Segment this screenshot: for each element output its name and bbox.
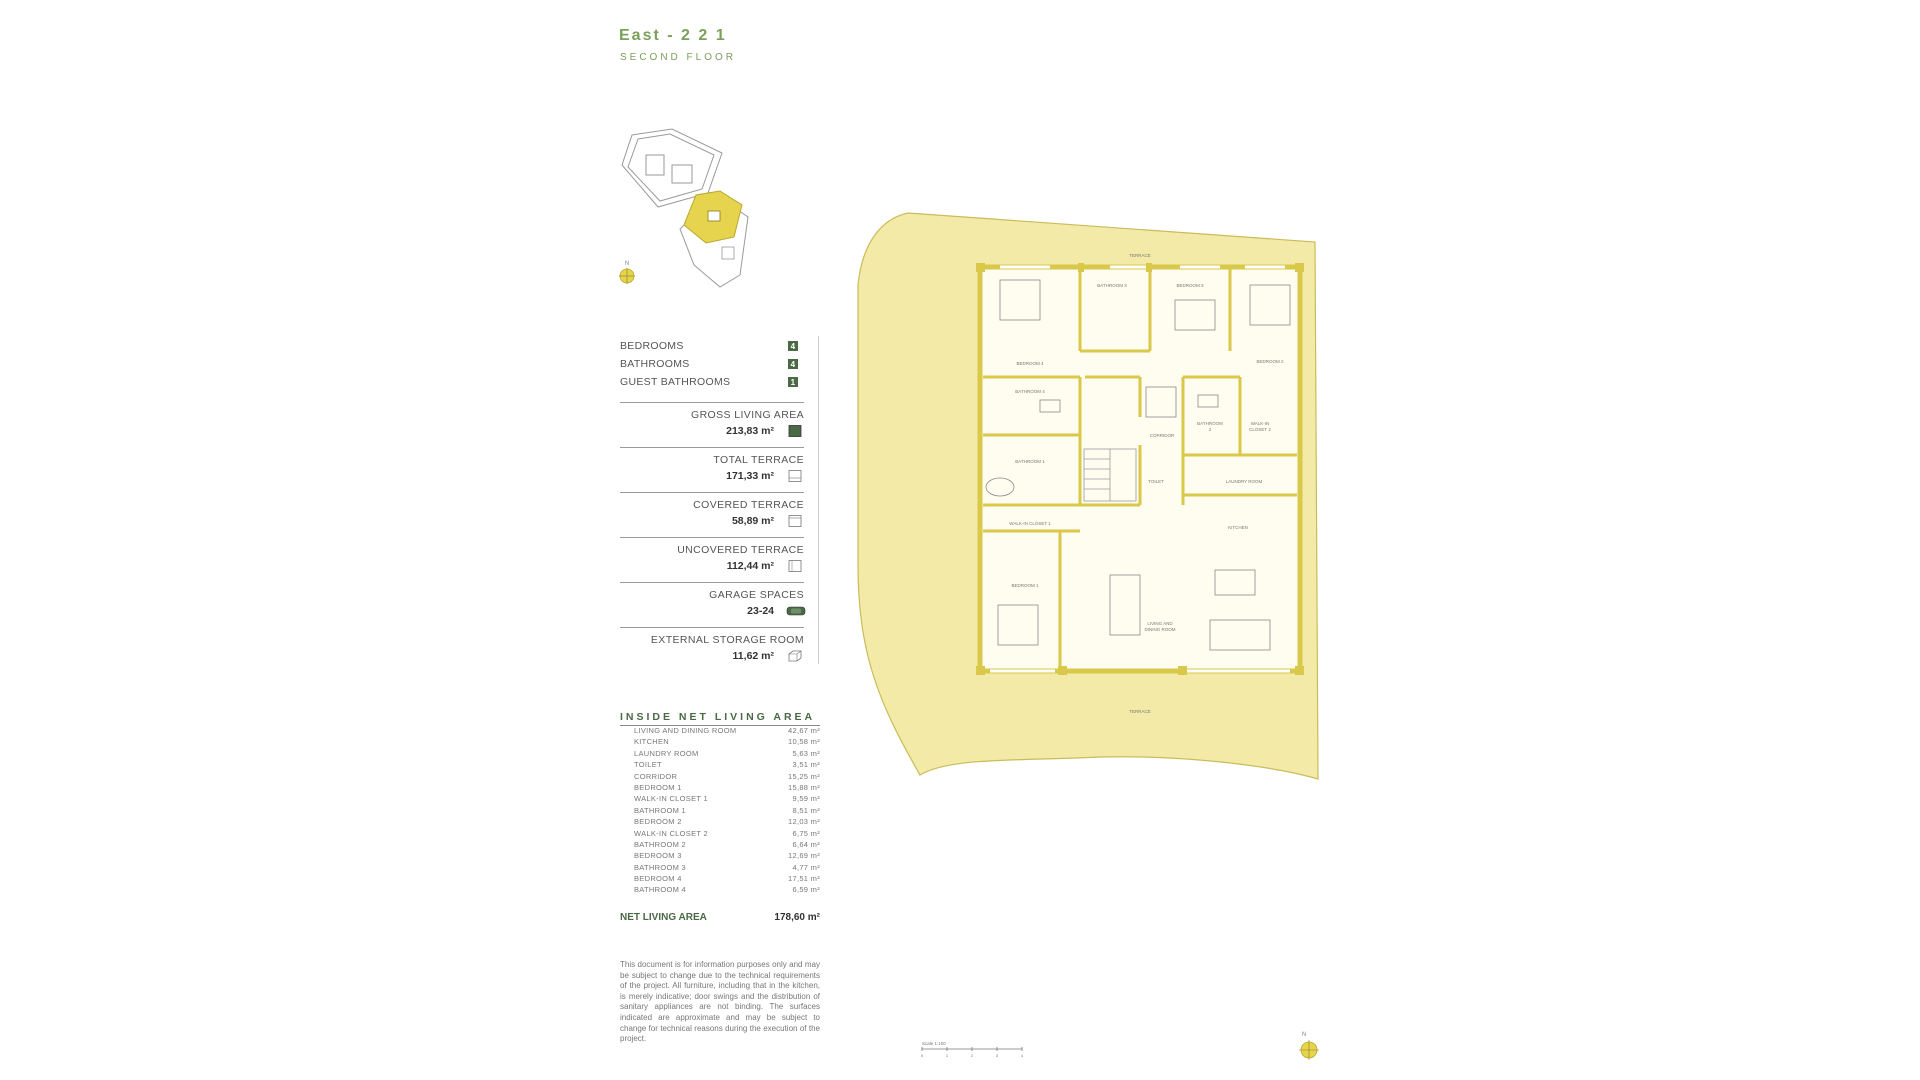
plan-label-bedroom2: BEDROOM 2 bbox=[1256, 359, 1284, 364]
count-label: BATHROOMS bbox=[620, 358, 690, 370]
floor-plan: TERRACE TERRACE BEDROOM 4 BEDROOM 3 BEDR… bbox=[857, 212, 1319, 780]
count-label: BEDROOMS bbox=[620, 340, 684, 352]
plan-label-bathroom2: BATHROOM bbox=[1197, 421, 1223, 426]
net-label: NET LIVING AREA bbox=[620, 912, 707, 923]
interior-walls bbox=[983, 267, 1297, 668]
plan-label-dining: DINING ROOM bbox=[1145, 627, 1176, 632]
plan-label-walkin2: WALK-IN bbox=[1251, 421, 1270, 426]
plan-label-bathroom1: BATHROOM 1 bbox=[1015, 459, 1045, 464]
plan-label-laundry: LAUNDRY ROOM bbox=[1226, 479, 1263, 484]
count-bathrooms: BATHROOMS 4 bbox=[620, 356, 798, 372]
covered-terrace-icon bbox=[788, 515, 802, 527]
north-compass-icon: N bbox=[1299, 1032, 1319, 1060]
count-value: 1 bbox=[788, 377, 798, 387]
uncovered-terrace-icon bbox=[788, 560, 802, 572]
scale-tick: 4 bbox=[1021, 1053, 1024, 1058]
net-value: 178,60 m² bbox=[774, 912, 820, 923]
sink-icon bbox=[1197, 394, 1219, 408]
scale-tick: 0 bbox=[921, 1053, 924, 1058]
elevator-icon bbox=[1145, 386, 1177, 418]
count-value: 4 bbox=[788, 341, 798, 351]
disclaimer-text: This document is for information purpose… bbox=[620, 960, 820, 1044]
bed-icon bbox=[997, 604, 1039, 646]
plan-label-bathroom3: BATHROOM 3 bbox=[1097, 283, 1127, 288]
structural-columns bbox=[976, 263, 1304, 675]
plan-label-walkin2-num: CLOSET 2 bbox=[1249, 427, 1271, 432]
count-guest-bathrooms: GUEST BATHROOMS 1 bbox=[620, 374, 798, 390]
column-divider bbox=[818, 336, 819, 664]
plan-label-bedroom4: BEDROOM 4 bbox=[1016, 361, 1044, 366]
north-label: N bbox=[1302, 1032, 1306, 1038]
car-icon bbox=[786, 606, 806, 616]
bed-icon bbox=[1174, 299, 1216, 331]
scale-label: Scale 1:100 bbox=[922, 1041, 946, 1046]
terrace-icon bbox=[788, 470, 802, 482]
bathtub-icon bbox=[985, 477, 1015, 497]
count-value: 4 bbox=[788, 359, 798, 369]
bed-icon bbox=[999, 279, 1041, 321]
north-label: N bbox=[625, 261, 629, 267]
unit-title: East - 2 2 1 bbox=[619, 27, 727, 44]
plan-label-bedroom1: BEDROOM 1 bbox=[1011, 583, 1039, 588]
count-label: GUEST BATHROOMS bbox=[620, 376, 731, 388]
bed-icon bbox=[1249, 284, 1291, 326]
furniture bbox=[985, 279, 1291, 651]
net-living-area: NET LIVING AREA 178,60 m² bbox=[620, 912, 820, 923]
scale-tick: 1 bbox=[946, 1053, 949, 1058]
plan-label-terrace: TERRACE bbox=[1129, 709, 1151, 714]
sink-icon bbox=[1039, 399, 1061, 413]
inside-net-title: INSIDE NET LIVING AREA bbox=[620, 711, 820, 726]
area-total-terrace: TOTAL TERRACE 171,33 m² bbox=[620, 447, 804, 492]
area-garage-spaces: GARAGE SPACES 23-24 bbox=[620, 582, 806, 627]
plan-label-bathroom4: BATHROOM 4 bbox=[1015, 389, 1045, 394]
scale-tick: 3 bbox=[996, 1053, 999, 1058]
plan-label-kitchen: KITCHEN bbox=[1228, 525, 1248, 530]
scale-tick: 2 bbox=[971, 1053, 974, 1058]
plan-label-bedroom3: BEDROOM 3 bbox=[1176, 283, 1204, 288]
scale-bar: Scale 1:100 0 1 2 3 4 bbox=[921, 1041, 1024, 1058]
plan-label-bathroom2-num: 2 bbox=[1209, 427, 1212, 432]
sofa-icon bbox=[1109, 574, 1141, 636]
plan-label-toilet: TOILET bbox=[1148, 479, 1164, 484]
kitchen-island-icon bbox=[1214, 569, 1256, 596]
staircase bbox=[1083, 448, 1137, 502]
area-uncovered-terrace: UNCOVERED TERRACE 112,44 m² bbox=[620, 537, 804, 582]
area-gross-living: GROSS LIVING AREA 213,83 m² bbox=[620, 402, 804, 447]
filled-square-icon bbox=[788, 425, 802, 437]
count-bedrooms: BEDROOMS 4 bbox=[620, 338, 798, 354]
north-compass-icon: N bbox=[619, 261, 635, 284]
plan-label-terrace: TERRACE bbox=[1129, 253, 1151, 258]
window-openings bbox=[990, 265, 1290, 673]
storage-box-icon bbox=[788, 650, 802, 662]
dining-table-icon bbox=[1209, 619, 1271, 651]
floor-subtitle: SECOND FLOOR bbox=[620, 52, 737, 63]
key-plan bbox=[621, 128, 749, 288]
area-covered-terrace: COVERED TERRACE 58,89 m² bbox=[620, 492, 804, 537]
plan-label-corridor: CORRIDOR bbox=[1150, 433, 1175, 438]
area-external-storage: EXTERNAL STORAGE ROOM 11,62 m² bbox=[620, 627, 804, 672]
plan-label-living: LIVING AND bbox=[1147, 621, 1173, 626]
plan-label-walkin1: WALK-IN CLOSET 1 bbox=[1009, 521, 1051, 526]
